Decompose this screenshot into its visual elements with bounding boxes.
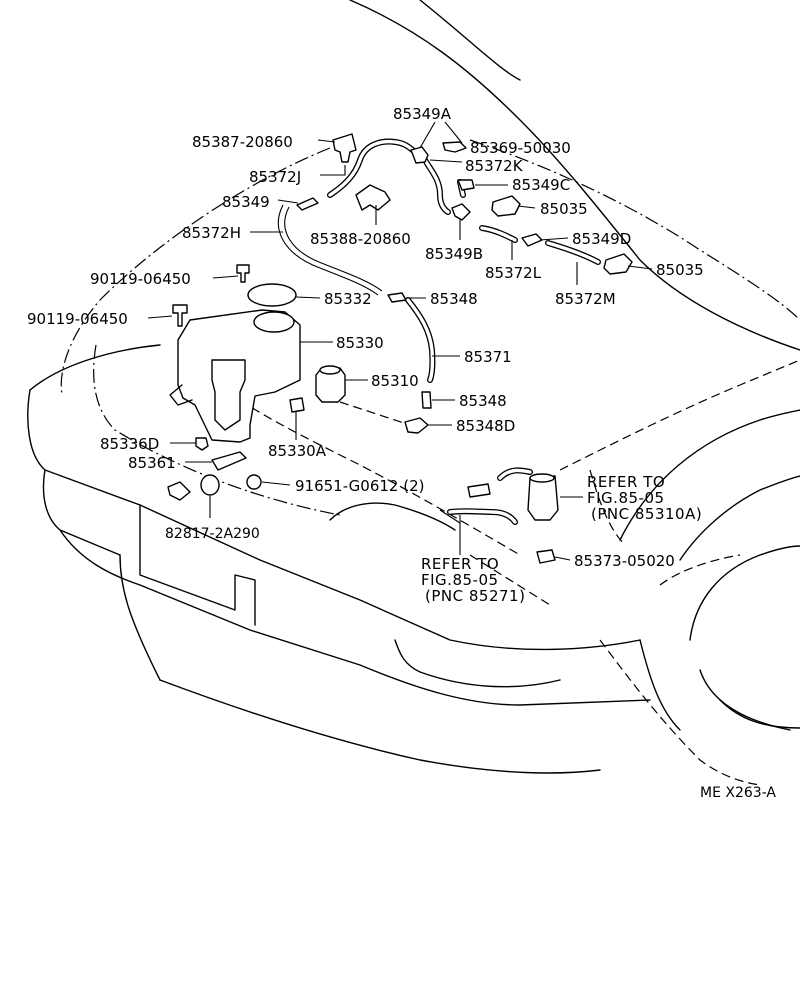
grommet-85330A [289, 397, 305, 413]
ref-note-1-line-2: FIG.85-05 [587, 489, 665, 507]
reference-notes: REFER TO FIG.85-05 (PNC 85310A) REFER TO… [421, 473, 702, 605]
ref-note-2-line-3: (PNC 85271) [425, 587, 525, 605]
label-85349A: 85349A [393, 105, 452, 123]
label-85348-b: 85348 [459, 392, 507, 410]
clip-85369 [442, 141, 467, 153]
label-85373-05020: 85373-05020 [574, 552, 675, 570]
car-body-outline [27, 0, 800, 774]
label-85349D: 85349D [572, 230, 631, 248]
bolt-90119-b [172, 304, 188, 327]
grommet-82817 [200, 474, 220, 496]
label-85387-20860: 85387-20860 [192, 133, 293, 151]
label-85361: 85361 [128, 454, 176, 472]
clip-85336D [195, 437, 209, 451]
label-91651-G0612: 91651-G0612 (2) [295, 477, 425, 495]
ref-note-2-line-1: REFER TO [421, 555, 499, 573]
label-85372J: 85372J [249, 168, 301, 186]
parts [167, 133, 633, 564]
label-85348-a: 85348 [430, 290, 478, 308]
label-85035-a: 85035 [540, 200, 588, 218]
tank-filler-neck [253, 311, 295, 333]
ref-note-1-line-1: REFER TO [587, 473, 665, 491]
label-90119-06450-a: 90119-06450 [90, 270, 191, 288]
ref-note-1-line-3: (PNC 85310A) [591, 505, 702, 523]
label-85388-20860: 85388-20860 [310, 230, 411, 248]
joint-85349D [521, 233, 543, 247]
diagram-code: ME X263-A [700, 785, 776, 801]
connector-85349A [410, 146, 429, 164]
ref-note-2-line-2: FIG.85-05 [421, 571, 499, 589]
label-85371: 85371 [464, 348, 512, 366]
bolt-91651 [246, 474, 262, 490]
label-90119-06450-b: 90119-06450 [27, 310, 128, 328]
grommet-85373 [536, 549, 556, 564]
label-85372H: 85372H [182, 224, 241, 242]
joint-85348-b [421, 391, 432, 409]
label-85372K: 85372K [465, 157, 524, 175]
connector-85349C [457, 179, 475, 191]
washer-nozzle-b [603, 253, 633, 275]
bracket-85388 [355, 184, 391, 211]
tank-cap-85332 [247, 283, 297, 307]
label-82817-2A290: 82817-2A290 [165, 526, 260, 542]
label-85369-50030: 85369-50030 [470, 139, 571, 157]
leader-lines [147, 121, 653, 561]
bracket-85387 [332, 133, 357, 163]
washer-hoses [277, 138, 601, 525]
label-85330A: 85330A [268, 442, 327, 460]
label-85372L: 85372L [485, 264, 542, 282]
wire-connector [467, 483, 491, 498]
washer-pump-85310 [315, 367, 346, 403]
label-85348D: 85348D [456, 417, 515, 435]
joint-85349B [451, 203, 471, 221]
bolt-90119-a [236, 264, 250, 283]
joint-85349 [296, 197, 319, 211]
elbow-85348D [404, 417, 429, 434]
label-85372M: 85372M [555, 290, 616, 308]
label-85349B: 85349B [425, 245, 483, 263]
label-85336D: 85336D [100, 435, 159, 453]
washer-nozzle-a [491, 195, 521, 217]
headlamp-washer-motor [527, 475, 559, 521]
label-85310: 85310 [371, 372, 419, 390]
phantom-lines [60, 139, 800, 786]
label-85349C: 85349C [512, 176, 570, 194]
label-85349: 85349 [222, 193, 270, 211]
bracket-85361 [211, 451, 247, 471]
label-85035-b: 85035 [656, 261, 704, 279]
label-85332: 85332 [324, 290, 372, 308]
label-85330: 85330 [336, 334, 384, 352]
joint-85348-a [387, 292, 407, 303]
part-labels: 85349A 85387-20860 85369-50030 85372K 85… [27, 105, 704, 570]
